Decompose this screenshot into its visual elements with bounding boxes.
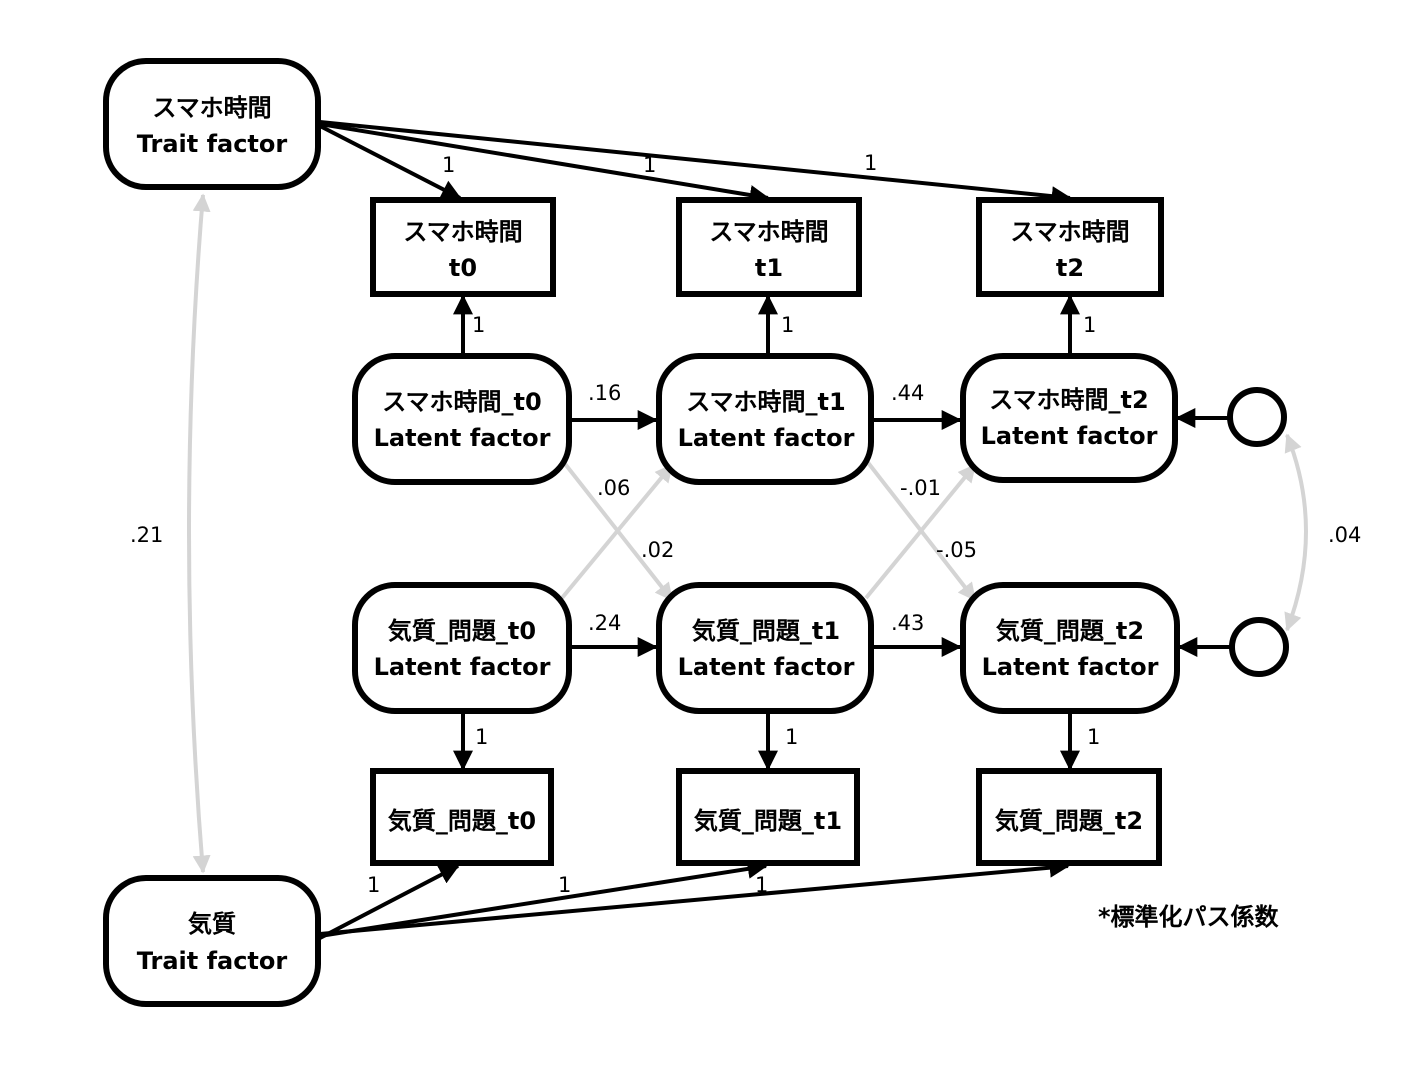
node-obs-phone-t0[interactable]: スマホ時間 t0 xyxy=(370,197,556,297)
coef-trait-phone-t0: 1 xyxy=(442,153,455,177)
node-obs-temp-t0-line1: 気質_問題_t0 xyxy=(388,807,536,835)
node-latent-temp-t1-line1: 気質_問題_t1 xyxy=(692,617,840,645)
node-obs-phone-t0-line1: スマホ時間 xyxy=(403,218,522,246)
coef-temp-indicator-t2: 1 xyxy=(1087,725,1100,749)
node-trait-phone[interactable]: スマホ時間 Trait factor xyxy=(103,58,321,190)
coef-trait-phone-t2: 1 xyxy=(864,151,877,175)
node-obs-phone-t2-line2: t2 xyxy=(1056,254,1084,282)
path-temp-t1-to-phone-t2 xyxy=(864,463,977,600)
node-obs-temp-t2[interactable]: 気質_問題_t2 xyxy=(976,768,1162,866)
residual-temp-t2[interactable] xyxy=(1229,617,1289,677)
primary-paths xyxy=(319,120,1230,940)
node-latent-phone-t1-line1: スマホ時間_t1 xyxy=(686,388,845,416)
node-obs-phone-t2-line1: スマホ時間 xyxy=(1010,218,1129,246)
node-obs-phone-t1[interactable]: スマホ時間 t1 xyxy=(676,197,862,297)
path-trait-phone-to-obs-t1 xyxy=(319,122,770,205)
residual-phone-t2[interactable] xyxy=(1227,387,1287,447)
node-latent-temp-t2-line1: 気質_問題_t2 xyxy=(996,617,1144,645)
node-trait-phone-line1: スマホ時間 xyxy=(152,94,271,122)
node-obs-phone-t0-line2: t0 xyxy=(449,254,477,282)
coef-trait-temp-t0: 1 xyxy=(367,873,380,897)
path-trait-phone-to-obs-t2 xyxy=(319,120,1072,207)
node-obs-temp-t0[interactable]: 気質_問題_t0 xyxy=(370,768,554,866)
coef-trait-temp-t1: 1 xyxy=(558,873,571,897)
coef-phone-ar-t1-t2: .44 xyxy=(891,381,924,405)
cross-lag-paths xyxy=(187,193,1308,874)
coef-trait-phone-t1: 1 xyxy=(643,153,656,177)
coefficient-labels: 1 1 1 1 1 1 .16 .44 .06 -.01 .02 -.05 .2… xyxy=(130,151,1361,897)
coef-temp-t1-to-phone-t2: -.01 xyxy=(900,476,941,500)
node-latent-phone-t1[interactable]: スマホ時間_t1 Latent factor xyxy=(656,353,874,485)
node-latent-temp-t0[interactable]: 気質_問題_t0 Latent factor xyxy=(352,582,572,714)
node-latent-phone-t1-line2: Latent factor xyxy=(678,424,855,452)
node-latent-temp-t0-line1: 気質_問題_t0 xyxy=(388,617,536,645)
coef-trait-temp-t2: 1 xyxy=(755,873,768,897)
node-trait-phone-line2: Trait factor xyxy=(137,130,288,158)
path-trait-temp-to-obs-t0 xyxy=(319,864,460,940)
node-obs-temp-t1-line1: 気質_問題_t1 xyxy=(694,807,842,835)
node-latent-temp-t1[interactable]: 気質_問題_t1 Latent factor xyxy=(656,582,874,714)
node-latent-phone-t2[interactable]: スマホ時間_t2 Latent factor xyxy=(960,353,1178,483)
residual-covariance-arc xyxy=(1284,433,1308,632)
standardized-coefficients-note: *標準化パス係数 xyxy=(1098,903,1280,931)
node-trait-temp-line2: Trait factor xyxy=(137,947,288,975)
coef-phone-indicator-t2: 1 xyxy=(1083,313,1096,337)
node-obs-temp-t2-line1: 気質_問題_t2 xyxy=(995,807,1143,835)
node-latent-temp-t2-line2: Latent factor xyxy=(982,653,1159,681)
coef-temp-ar-t0-t1: .24 xyxy=(588,611,621,635)
path-temp-t0-to-phone-t1 xyxy=(560,463,674,600)
coef-phone-t0-to-temp-t1: .02 xyxy=(641,538,674,562)
node-latent-phone-t0-line1: スマホ時間_t0 xyxy=(382,388,541,416)
node-latent-phone-t2-line2: Latent factor xyxy=(981,422,1158,450)
coef-temp-indicator-t0: 1 xyxy=(475,725,488,749)
node-obs-temp-t1[interactable]: 気質_問題_t1 xyxy=(676,768,860,866)
coef-temp-ar-t1-t2: .43 xyxy=(891,611,924,635)
coef-phone-t1-to-temp-t2: -.05 xyxy=(936,538,977,562)
coef-trait-covariance: .21 xyxy=(130,523,163,547)
node-latent-temp-t2[interactable]: 気質_問題_t2 Latent factor xyxy=(960,582,1180,714)
node-latent-temp-t0-line2: Latent factor xyxy=(374,653,551,681)
trait-covariance-arc xyxy=(187,193,211,874)
path-trait-phone-to-obs-t0 xyxy=(319,124,462,200)
node-obs-phone-t2[interactable]: スマホ時間 t2 xyxy=(976,197,1164,297)
coef-temp-t0-to-phone-t1: .06 xyxy=(597,476,630,500)
node-trait-temperament[interactable]: 気質 Trait factor xyxy=(103,875,321,1007)
node-obs-phone-t1-line1: スマホ時間 xyxy=(709,218,828,246)
node-latent-temp-t1-line2: Latent factor xyxy=(678,653,855,681)
coef-phone-indicator-t0: 1 xyxy=(472,313,485,337)
coef-residual-covariance: .04 xyxy=(1328,523,1361,547)
path-trait-temp-to-obs-t2 xyxy=(319,857,1070,936)
path-trait-temp-to-obs-t1 xyxy=(319,858,768,938)
node-latent-phone-t2-line1: スマホ時間_t2 xyxy=(989,386,1148,414)
coef-phone-ar-t0-t1: .16 xyxy=(588,381,621,405)
node-latent-phone-t0-line2: Latent factor xyxy=(374,424,551,452)
coef-phone-indicator-t1: 1 xyxy=(781,313,794,337)
node-latent-phone-t0[interactable]: スマホ時間_t0 Latent factor xyxy=(352,353,572,485)
node-obs-phone-t1-line2: t1 xyxy=(755,254,783,282)
coef-temp-indicator-t1: 1 xyxy=(785,725,798,749)
node-trait-temp-line1: 気質 xyxy=(188,910,236,938)
